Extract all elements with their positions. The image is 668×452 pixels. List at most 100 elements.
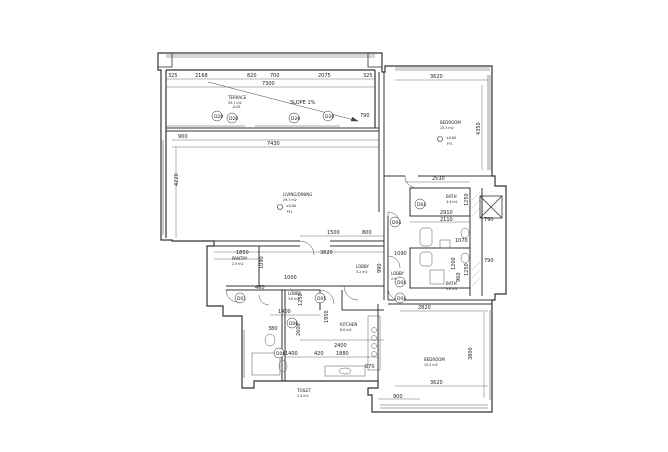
- door-tag-marker: [273, 347, 285, 359]
- dim: 1070: [455, 238, 468, 244]
- dim: 3820: [320, 250, 333, 256]
- dim: 3800: [468, 347, 474, 360]
- window-tag-label: D20: [214, 114, 223, 120]
- dim: 790: [484, 258, 494, 264]
- window-tag-marker: [211, 110, 223, 122]
- dim: 790: [360, 113, 370, 119]
- dim: 380: [268, 326, 278, 332]
- dim: 1950: [324, 310, 330, 323]
- dimension-lines: [166, 78, 488, 400]
- lobby-left-area: 3.0 m2: [288, 297, 300, 301]
- dim: 2600: [296, 323, 302, 336]
- dim: 1250: [464, 193, 470, 206]
- dim: 7430: [267, 141, 280, 147]
- dim: 4220: [174, 173, 180, 186]
- glazing: [162, 54, 491, 409]
- dim: 1090: [259, 256, 265, 269]
- bath2-name: BATH: [446, 281, 457, 286]
- bath1-name: BATH: [446, 194, 457, 199]
- dim: 1400: [278, 309, 291, 315]
- dim: 820: [247, 73, 257, 79]
- wc-name: TOILET: [296, 388, 312, 393]
- terrace-area: 53.7 m2: [228, 101, 242, 105]
- dim: 900: [178, 134, 188, 140]
- dim: 2075: [318, 73, 331, 79]
- dim: 700: [270, 73, 280, 79]
- lobby-mid-name: LOBBY: [391, 271, 405, 276]
- dim: 1090: [394, 251, 407, 257]
- bath2-area: 3.8 m2: [446, 287, 458, 291]
- window-tag-label: D20: [229, 116, 238, 122]
- lobby-left-name: LOBBY: [288, 291, 302, 296]
- dim: 7300: [262, 81, 275, 87]
- bedroom2-name: BEDROOM: [424, 357, 445, 362]
- kitchen-name: KITCHEN: [340, 322, 357, 327]
- pantry-area: 2.5 m2: [232, 262, 244, 266]
- living-name: LIVING/DINING: [283, 192, 312, 197]
- door-tag-label: D04: [397, 280, 406, 286]
- dim: 4350: [476, 122, 482, 135]
- dim: 1200: [451, 257, 457, 270]
- door-tag-marker: [394, 292, 406, 304]
- dim: 325: [168, 73, 178, 79]
- lobby-main-area: 5.2 m2: [356, 270, 368, 274]
- terrace-level: -0.03: [232, 105, 241, 109]
- slope-label: SLOPE 1%: [290, 100, 316, 106]
- dim: 1000: [284, 275, 297, 281]
- dim: 2168: [195, 73, 208, 79]
- door-tag-label: D06: [289, 321, 298, 327]
- shaft-hatch: [471, 191, 481, 287]
- living-level: ±0.00: [286, 204, 296, 208]
- level-marks: ±0.00 FFL ±0.00 FFL -0.03: [232, 105, 456, 214]
- dim: 460: [255, 285, 265, 291]
- dim: 670: [365, 364, 375, 370]
- inner-walls: [166, 72, 492, 388]
- window-tag-label: D20: [325, 114, 334, 120]
- door-tag-marker: [389, 216, 401, 228]
- level-symbol-icon: [277, 204, 283, 210]
- bedroom1-area: 15.3 m2: [440, 126, 454, 130]
- door-tag-marker: [234, 292, 246, 304]
- room-labels: TERRACE 53.7 m2 LIVING/DINING 29.7 m2 BE…: [227, 95, 461, 398]
- dim: 800: [362, 230, 372, 236]
- dim: 990: [377, 263, 383, 273]
- door-tags: [211, 110, 426, 359]
- dimension-values: 2168 7300 820 700 2075 325 325 790 3620 …: [168, 73, 494, 400]
- door-tag-marker: [314, 292, 326, 304]
- dim: 3620: [430, 74, 443, 80]
- door-tag-marker: [414, 198, 426, 210]
- wc-area: 2.4 m2: [297, 394, 309, 398]
- bath1-area: 4.4 m2: [446, 200, 458, 204]
- door-tag-labels: D04 D04 D04 D04 D01 D05 D06 D06 D20 D20 …: [214, 114, 426, 357]
- living-area: 29.7 m2: [283, 198, 297, 202]
- dim: 1850: [236, 250, 249, 256]
- door-tag-label: D05: [317, 296, 326, 302]
- door-tag-label: D06: [276, 351, 285, 357]
- window-tag-marker: [226, 112, 238, 124]
- bedroom1-name: BEDROOM: [440, 120, 461, 125]
- window-tag-marker: [288, 112, 300, 124]
- dim: 3620: [430, 380, 443, 386]
- kitchen-area: 8.0 m2: [340, 328, 352, 332]
- door-tag-label: D04: [397, 296, 406, 302]
- dim: 790: [484, 217, 494, 223]
- window-tag-label: D20: [291, 116, 300, 122]
- dim: 1250: [298, 293, 304, 306]
- terrace-name: TERRACE: [227, 95, 247, 100]
- level-symbol-icon: [437, 136, 443, 142]
- columns: [157, 52, 503, 219]
- door-tag-label: D01: [237, 296, 246, 302]
- door-tag-label: D04: [417, 202, 426, 208]
- bedroom-ffl: FFL: [447, 142, 453, 146]
- dim: 960: [456, 272, 462, 282]
- bedroom-level: ±0.00: [446, 136, 456, 140]
- lobby-main-name: LOBBY: [356, 264, 370, 269]
- door-swings: [225, 175, 418, 306]
- dim: 325: [363, 73, 373, 79]
- dim: 1880: [336, 351, 349, 357]
- door-tag-marker: [394, 276, 406, 288]
- living-ffl: FFL: [287, 210, 293, 214]
- dim: 2530: [432, 176, 445, 182]
- bedroom2-area: 15.2 m2: [424, 363, 438, 367]
